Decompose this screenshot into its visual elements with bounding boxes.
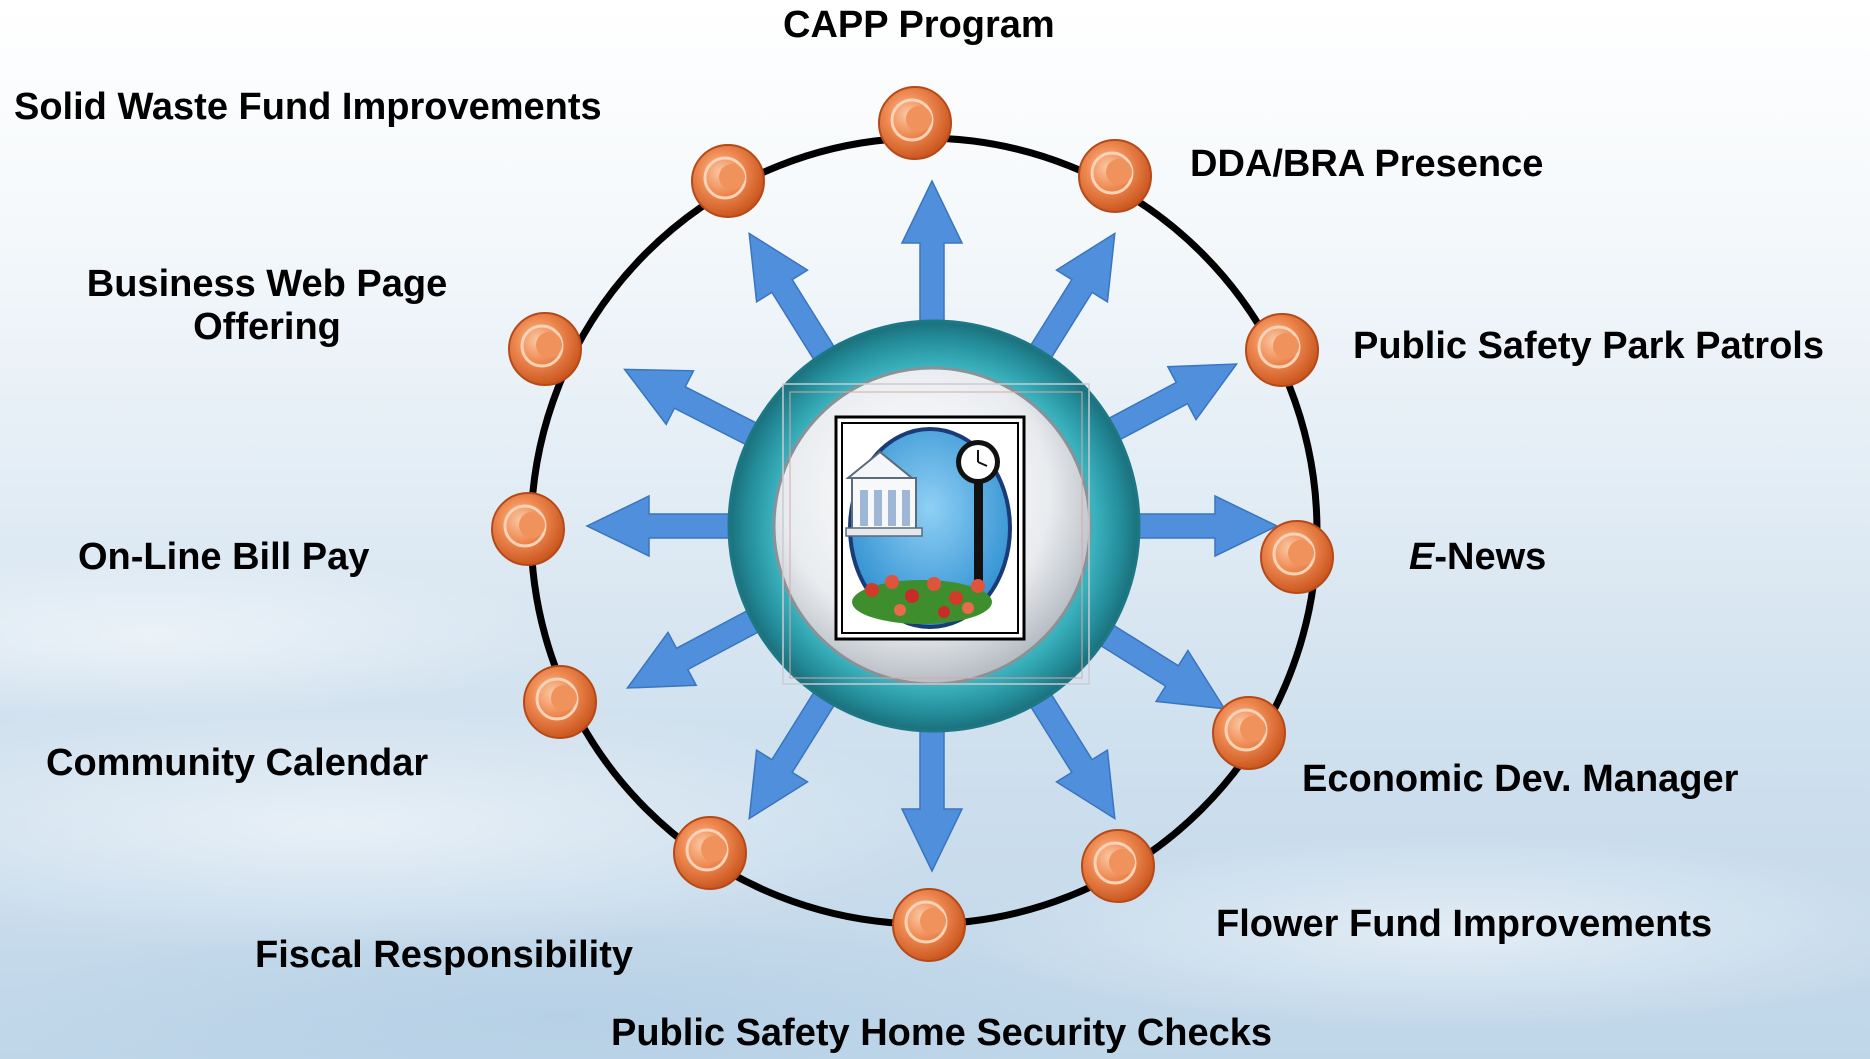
- node-8: [1212, 696, 1286, 770]
- node-9: [673, 816, 747, 890]
- label-park-patrols: Public Safety Park Patrols: [1353, 325, 1824, 367]
- arrows-group: [585, 179, 1279, 873]
- node-11: [892, 888, 966, 962]
- node-3: [508, 312, 582, 386]
- label-calendar: Community Calendar: [46, 742, 429, 784]
- node-7: [523, 665, 597, 739]
- arrow-2: [623, 368, 770, 452]
- central-hub: [727, 319, 1141, 733]
- label-fiscal: Fiscal Responsibility: [255, 934, 633, 976]
- label-capp: CAPP Program: [783, 4, 1055, 46]
- town-logo: [834, 415, 1026, 641]
- arrow-6: [900, 715, 964, 873]
- label-enews-rest: -News: [1434, 536, 1547, 578]
- arrow-9: [1121, 494, 1279, 558]
- label-econ-dev: Economic Dev. Manager: [1302, 758, 1739, 800]
- nodes-group: [491, 86, 1334, 962]
- label-solid-waste: Solid Waste Fund Improvements: [14, 86, 602, 128]
- label-home-security: Public Safety Home Security Checks: [611, 1012, 1273, 1054]
- label-dda: DDA/BRA Presence: [1190, 143, 1544, 185]
- arrow-0: [900, 179, 964, 337]
- label-business-web: Business Web Page Offering: [62, 263, 472, 348]
- arrow-4: [625, 603, 771, 689]
- node-1: [691, 144, 765, 218]
- label-enews-italic: E: [1409, 536, 1435, 578]
- arrow-3: [585, 494, 743, 558]
- arrow-1: [748, 231, 843, 373]
- label-bill-pay: On-Line Bill Pay: [78, 536, 370, 578]
- arrow-5: [748, 679, 843, 821]
- node-10: [1081, 829, 1155, 903]
- label-flower-fund: Flower Fund Improvements: [1216, 903, 1713, 945]
- label-enews: E-News: [1409, 536, 1546, 579]
- node-4: [1245, 313, 1319, 387]
- label-business-web-line1: Business Web Page: [86, 263, 448, 305]
- label-business-web-line2: Offering: [193, 305, 341, 348]
- node-2: [1078, 139, 1152, 213]
- node-6: [1260, 520, 1334, 594]
- node-0: [878, 86, 952, 160]
- node-5: [491, 492, 565, 566]
